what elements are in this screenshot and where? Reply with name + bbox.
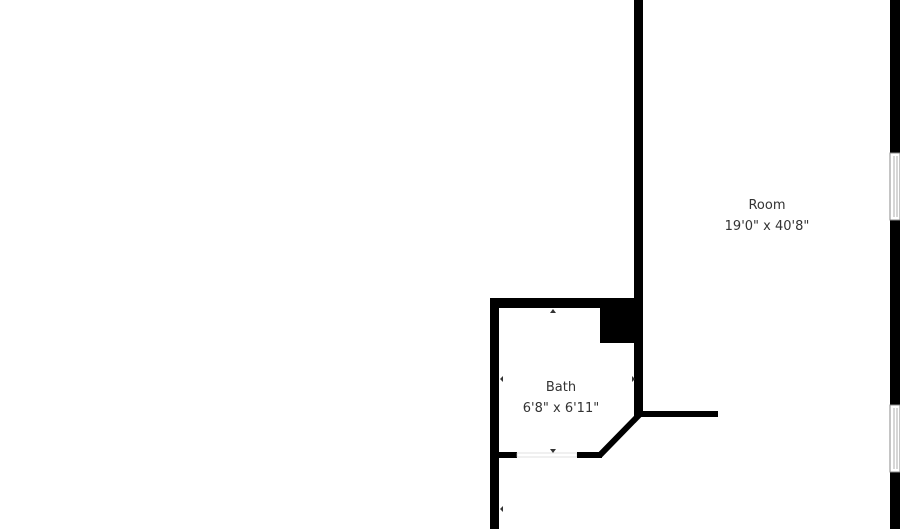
wall-center-vertical — [634, 0, 643, 416]
wall-bath-left — [490, 298, 499, 529]
room-label-main: Room 19'0" x 40'8" — [725, 195, 810, 237]
wall-chase-block — [600, 308, 634, 343]
room-label-bath: Bath 6'8" x 6'11" — [523, 377, 599, 419]
bath-door-opening[interactable] — [516, 452, 578, 458]
room-dimensions: 19'0" x 40'8" — [724, 219, 810, 234]
wall-bath-bottom-right — [577, 452, 602, 458]
room-name: Bath — [545, 380, 577, 395]
wall-partition-horizontal — [640, 411, 718, 417]
wall-bath-diagonal — [597, 410, 644, 458]
window — [889, 404, 900, 473]
wall-bath-bottom-left — [499, 452, 517, 458]
dimension-markers — [500, 309, 635, 512]
window — [889, 152, 900, 221]
wall-bath-top — [490, 298, 643, 308]
wall-exterior-right — [890, 0, 900, 529]
room-dimensions: 6'8" x 6'11" — [522, 401, 600, 416]
room-name: Room — [748, 198, 786, 213]
